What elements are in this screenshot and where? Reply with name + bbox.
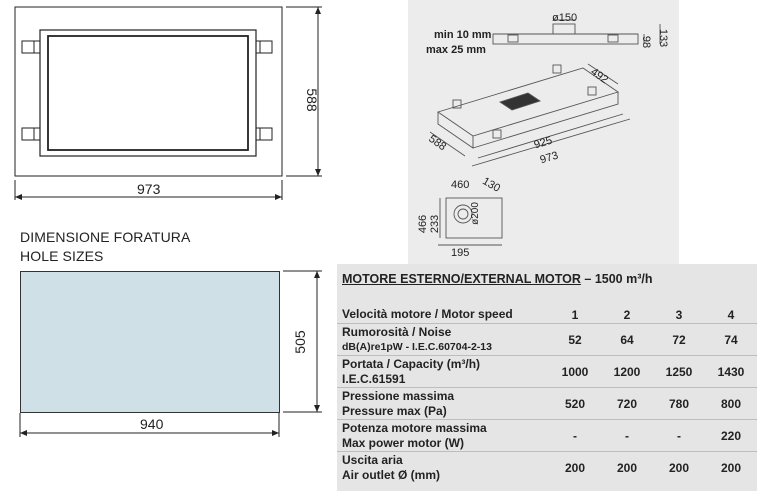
bracket-top-right (259, 40, 273, 54)
hole-width-label: 940 (140, 416, 164, 432)
cell-value: 64 (601, 323, 653, 356)
cell-value: 720 (601, 387, 653, 420)
cell-value: 800 (705, 387, 757, 420)
motor-height-466-label: 466 (417, 214, 430, 234)
side-elevation-body (492, 33, 639, 45)
spec-rows: Velocità motore / Motor speed 1 2 3 4 Ru… (337, 298, 757, 483)
bracket-top-left (21, 40, 35, 54)
spec-title-main: MOTORE ESTERNO/EXTERNAL MOTOR (342, 272, 581, 286)
row-label-line2: I.E.C.61591 (342, 371, 406, 386)
hole-title-english: HOLE SIZES (20, 248, 104, 264)
hood-frame (39, 29, 257, 157)
hood-outline (14, 6, 283, 177)
spec-title-airflow: – 1500 m³/h (580, 272, 653, 286)
cell-value: 780 (653, 387, 705, 420)
motor-width-460-label: 460 (451, 179, 470, 191)
cell-value: 200 (601, 451, 653, 483)
row-label-line1: Rumorosità / Noise (342, 324, 452, 339)
hole-title-italian: DIMENSIONE FORATURA (20, 229, 191, 245)
cell-value: 1200 (601, 355, 653, 388)
cell-value: - (601, 419, 653, 452)
top-view-width-label: 973 (137, 181, 161, 197)
cell-value: - (653, 419, 705, 452)
outlet-spigot (552, 23, 576, 35)
cell-value: 1250 (653, 355, 705, 388)
cell-value: 1 (571, 308, 579, 322)
side-height-98-label: 98 (640, 35, 653, 49)
cell-value: - (549, 419, 601, 452)
hole-sizes-title: DIMENSIONE FORATURA HOLE SIZES (20, 228, 190, 266)
side-height-133-label: 133 (657, 28, 670, 48)
row-label-line2: Max power motor (W) (342, 435, 464, 450)
row-label-line1: Uscita aria (342, 452, 403, 467)
table-row: Velocità motore / Motor speed 1 2 3 4 (337, 298, 757, 324)
cell-value: 520 (549, 387, 601, 420)
iso-motor-opening (498, 92, 542, 111)
hole-dimensions (19, 270, 322, 437)
cell-value: 200 (705, 451, 757, 483)
motor-height-233-label: 233 (429, 214, 442, 234)
cell-value: 220 (705, 419, 757, 452)
motor-unit-body (445, 197, 503, 239)
row-label-line2: dB(A)re1pW - I.E.C.60704-2-13 (342, 340, 492, 353)
cell-value: 52 (549, 323, 601, 356)
duct-diameter-label: ø150 (552, 12, 578, 24)
cell-value: 74 (705, 323, 757, 356)
motor-outlet-circle (453, 204, 473, 224)
row-label-line2: Air outlet Ø (mm) (342, 467, 440, 482)
row-label: Portata / Capacity (m³/h)I.E.C.61591 (337, 355, 549, 388)
min-gap-label: min 10 mm (434, 29, 492, 41)
row-label: Velocità motore / Motor speed (342, 307, 513, 321)
cell-value: 72 (653, 323, 705, 356)
row-label-line2: Pressure max (Pa) (342, 403, 447, 418)
bracket-bottom-left (21, 127, 35, 141)
cell-value: 2 (623, 308, 631, 322)
row-label-line1: Pressione massima (342, 388, 455, 403)
cell-value: 200 (549, 451, 601, 483)
motor-spec-table: MOTORE ESTERNO/EXTERNAL MOTOR – 1500 m³/… (337, 264, 757, 491)
motor-base-195-label: 195 (451, 247, 470, 259)
motor-outlet-200-label: ø200 (469, 202, 481, 225)
top-view-drawing (14, 6, 322, 200)
spec-table-title: MOTORE ESTERNO/EXTERNAL MOTOR – 1500 m³/… (342, 272, 653, 286)
bracket-bottom-right (259, 127, 273, 141)
cell-value: 1000 (549, 355, 601, 388)
row-label-line1: Portata / Capacity (m³/h) (342, 356, 481, 371)
hole-rectangle (20, 271, 280, 413)
hole-height-label: 505 (292, 330, 308, 354)
max-gap-label: max 25 mm (426, 44, 486, 56)
hood-inner-panel (47, 35, 249, 151)
table-row: Portata / Capacity (m³/h)I.E.C.61591 100… (337, 355, 757, 388)
cell-value: 200 (653, 451, 705, 483)
cell-value: 1430 (705, 355, 757, 388)
top-view-height-label: 588 (304, 88, 320, 112)
cell-value: 4 (727, 308, 735, 322)
row-label-line1: Potenza motore massima (342, 420, 487, 435)
product-views-drawing (429, 19, 661, 246)
cell-value: 3 (675, 308, 683, 322)
